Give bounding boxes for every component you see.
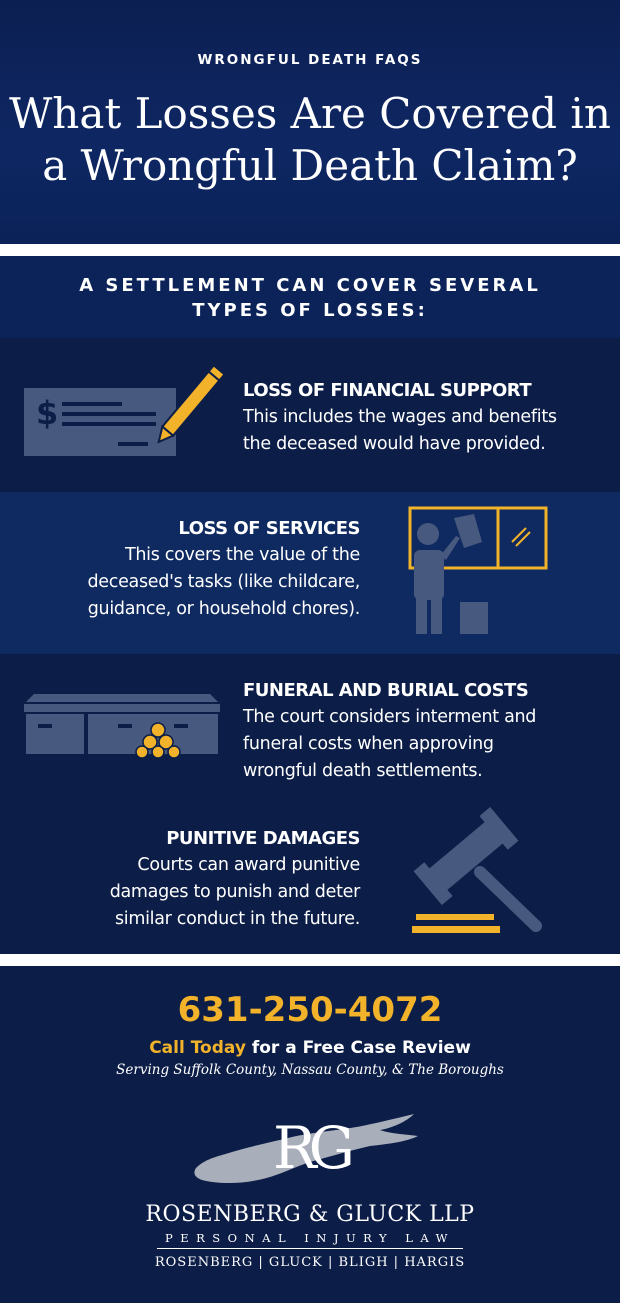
page-title: What Losses Are Covered in a Wrongful De… (0, 88, 620, 192)
footer: 631-250-4072 Call Today for a Free Case … (0, 966, 620, 1303)
long-island-logo (194, 1114, 418, 1183)
firm-name: ROSENBERG & GLUCK LLP (145, 1202, 475, 1227)
subheading-line-1: A SETTLEMENT CAN COVER SEVERAL (79, 275, 541, 296)
section-subheading: A SETTLEMENT CAN COVER SEVERAL TYPES OF … (0, 256, 620, 338)
service-area: Serving Suffolk County, Nassau County, &… (116, 1062, 504, 1078)
cta-highlight: Call Today (149, 1038, 246, 1058)
call-to-action: Call Today for a Free Case Review (0, 1038, 620, 1058)
item-funeral-burial: FUNERAL AND BURIAL COSTS The court consi… (0, 654, 620, 804)
kicker: WRONGFUL DEATH FAQS (197, 52, 423, 68)
body-line: guidance, or household chores). (87, 599, 361, 619)
tagline-divider (157, 1248, 463, 1249)
divider-bottom (0, 954, 620, 966)
header: WRONGFUL DEATH FAQS What Losses Are Cove… (0, 0, 620, 244)
item-title: FUNERAL AND BURIAL COSTS (243, 680, 529, 701)
body-line: funeral costs when approving (243, 734, 494, 754)
title-line-1: What Losses Are Covered in (9, 89, 611, 138)
item-title: PUNITIVE DAMAGES (166, 828, 360, 849)
divider-top (0, 244, 620, 256)
body-line: damages to punish and deter (109, 882, 361, 902)
window-cleaning-person-icon (408, 506, 548, 634)
cta-text: for a Free Case Review (245, 1038, 471, 1058)
item-title: LOSS OF FINANCIAL SUPPORT (243, 380, 532, 401)
body-line: The court considers interment and (243, 707, 537, 727)
item-punitive-damages: PUNITIVE DAMAGES Courts can award puniti… (0, 804, 620, 954)
item-title: LOSS OF SERVICES (178, 518, 360, 539)
body-line: the deceased would have provided. (243, 434, 546, 454)
item-loss-of-services: LOSS OF SERVICES This covers the value o… (0, 492, 620, 654)
item-body: Courts can award punitive damages to pun… (109, 852, 361, 933)
gavel-icon (412, 807, 542, 933)
body-line: Courts can award punitive (137, 855, 360, 875)
item-financial-support: $ LOSS OF FINANCIAL SUPPORT This include… (0, 338, 620, 492)
subheading-text: A SETTLEMENT CAN COVER SEVERAL TYPES OF … (0, 273, 620, 323)
title-line-2: a Wrongful Death Claim? (42, 141, 578, 190)
subheading-line-2: TYPES OF LOSSES: (192, 300, 428, 321)
casket-flowers-icon (24, 694, 220, 759)
body-line: deceased's tasks (like childcare, (87, 572, 360, 592)
svg-text:$: $ (36, 394, 58, 432)
item-body: This covers the value of the deceased's … (87, 542, 360, 623)
item-body: This includes the wages and benefits the… (243, 404, 557, 458)
logo-monogram: RG (272, 1114, 355, 1182)
body-line: This covers the value of the (124, 545, 360, 565)
firm-tagline: PERSONAL INJURY LAW (164, 1231, 455, 1245)
phone-number[interactable]: 631-250-4072 (177, 990, 443, 1030)
check-pencil-icon: $ (24, 363, 226, 456)
body-line: wrongful death settlements. (243, 761, 483, 781)
body-line: similar conduct in the future. (114, 909, 360, 929)
item-body: The court considers interment and funera… (243, 704, 536, 785)
partner-names: ROSENBERG | GLUCK | BLIGH | HARGIS (154, 1255, 466, 1270)
body-line: This includes the wages and benefits (243, 407, 557, 427)
